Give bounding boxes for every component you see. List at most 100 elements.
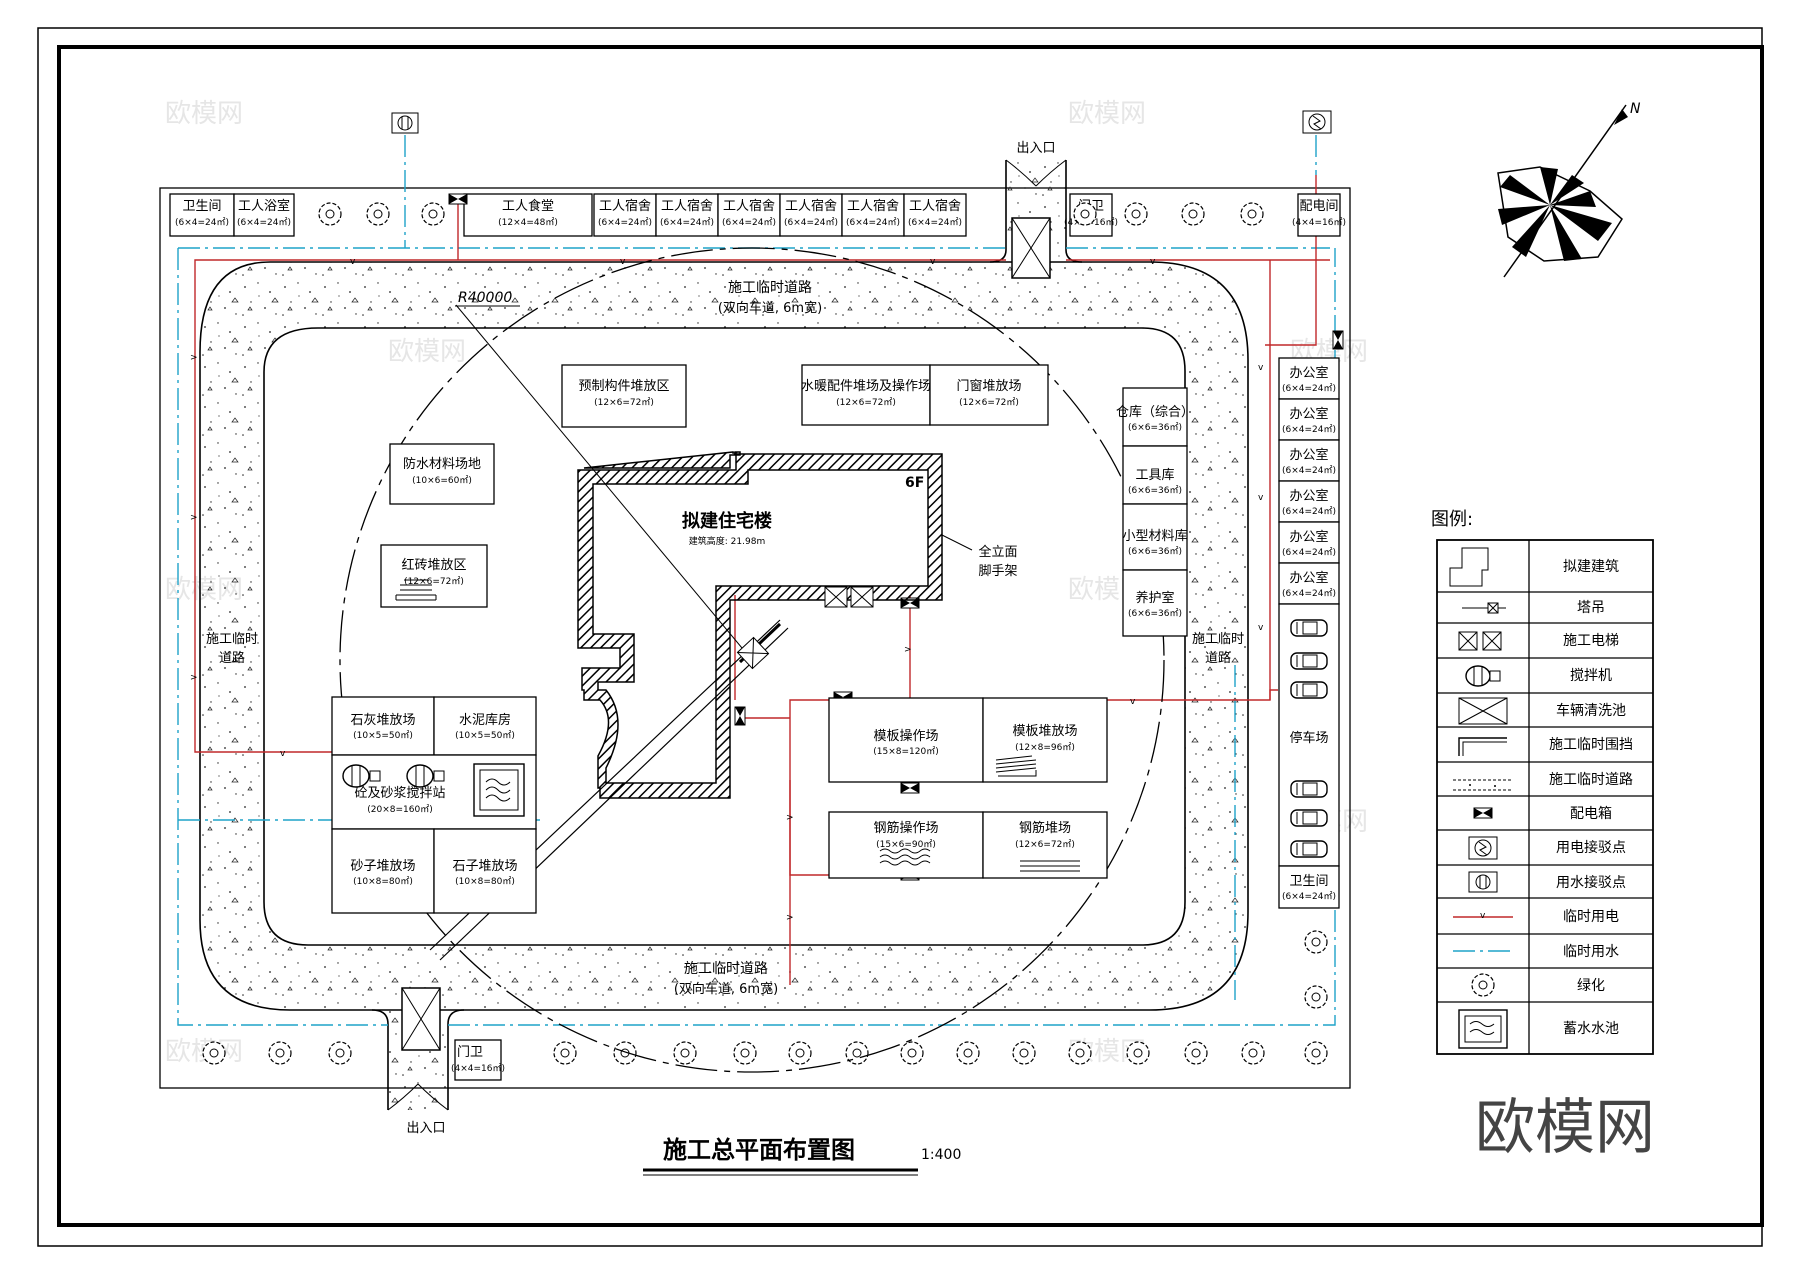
legend-title: 图例: — [1431, 509, 1473, 530]
svg-text:施工临时围挡: 施工临时围挡 — [1549, 737, 1633, 753]
temporary-water-lines — [177, 135, 1336, 1026]
svg-text:(6×4=24㎡): (6×4=24㎡) — [1282, 506, 1336, 517]
svg-text:办公室: 办公室 — [1289, 488, 1328, 504]
svg-text:钢筋堆场: 钢筋堆场 — [1019, 820, 1071, 836]
svg-text:(6×4=24㎡): (6×4=24㎡) — [1282, 465, 1336, 476]
svg-text:工人食堂: 工人食堂 — [502, 198, 554, 214]
area-glyphs — [395, 579, 1080, 872]
svg-text:施工临时道路: 施工临时道路 — [684, 961, 768, 977]
svg-text:(6×4=24㎡): (6×4=24㎡) — [1282, 383, 1336, 394]
north-arrow: N — [1497, 101, 1641, 278]
svg-text:拟建建筑: 拟建建筑 — [1563, 559, 1619, 575]
svg-text:工人宿舍: 工人宿舍 — [599, 198, 651, 214]
svg-text:道路: 道路 — [219, 650, 245, 666]
svg-text:门窗堆放场: 门窗堆放场 — [956, 378, 1021, 394]
inner-frame — [57, 45, 1764, 1227]
svg-text:(6×6=36㎡): (6×6=36㎡) — [1128, 485, 1182, 496]
svg-text:(10×8=80㎡): (10×8=80㎡) — [353, 876, 413, 887]
svg-text:(10×8=80㎡): (10×8=80㎡) — [455, 876, 515, 887]
svg-text:工人宿舍: 工人宿舍 — [847, 198, 899, 214]
svg-text:工人浴室: 工人浴室 — [238, 198, 290, 214]
svg-text:欧模网: 欧模网 — [1068, 99, 1146, 129]
svg-text:临时用水: 临时用水 — [1563, 944, 1619, 960]
legend-symbols: v — [1449, 547, 1513, 1049]
crane-radius-circle — [339, 247, 1165, 1073]
svg-text:施工电梯: 施工电梯 — [1563, 633, 1619, 649]
site-boundary — [159, 187, 1351, 1089]
svg-text:小型材料库: 小型材料库 — [1122, 528, 1187, 544]
svg-text:养护室: 养护室 — [1135, 590, 1174, 606]
svg-text:(6×4=24㎡): (6×4=24㎡) — [908, 217, 962, 228]
entrance-bottom-label: 出入口 — [406, 1121, 445, 1136]
svg-text:(10×5=50㎡): (10×5=50㎡) — [455, 730, 515, 741]
svg-text:钢筋操作场: 钢筋操作场 — [873, 820, 938, 836]
gate-bottom-size: (4×4=16㎡) — [451, 1063, 505, 1074]
right-inner-labels: 仓库（综合）(6×6=36㎡) 工具库(6×6=36㎡) 小型材料库(6×6=3… — [1116, 404, 1194, 619]
svg-text:施工临时道路: 施工临时道路 — [728, 280, 812, 296]
svg-text:>: > — [786, 813, 794, 823]
svg-text:v: v — [1150, 257, 1156, 267]
svg-text:v: v — [1258, 363, 1264, 373]
gate-bottom-name: 门卫 — [457, 1045, 483, 1060]
svg-text:(双向车道, 6m宽): (双向车道, 6m宽) — [718, 300, 822, 316]
svg-text:施工临时道路: 施工临时道路 — [1549, 772, 1633, 788]
svg-text:(6×4=24㎡): (6×4=24㎡) — [722, 217, 776, 228]
top-entrance — [989, 158, 1083, 279]
svg-text:(6×4=24㎡): (6×4=24㎡) — [175, 217, 229, 228]
parking-label: 停车场 — [1289, 730, 1328, 746]
svg-text:红砖堆放区: 红砖堆放区 — [401, 557, 466, 573]
svg-text:v: v — [1258, 623, 1264, 633]
svg-text:模板堆放场: 模板堆放场 — [1012, 724, 1077, 739]
storage-area-labels: 预制构件堆放区(12×6=72㎡) 水暖配件堆场及操作场(12×6=72㎡) 门… — [350, 378, 1077, 887]
north-label: N — [1630, 101, 1641, 117]
svg-text:办公室: 办公室 — [1289, 570, 1328, 586]
svg-text:水暖配件堆场及操作场: 水暖配件堆场及操作场 — [801, 378, 931, 394]
svg-text:工人宿舍: 工人宿舍 — [785, 198, 837, 214]
svg-text:绿化: 绿化 — [1577, 978, 1605, 994]
svg-text:v: v — [350, 257, 356, 267]
svg-text:车辆清洗池: 车辆清洗池 — [1556, 702, 1626, 719]
svg-text:(6×4=24㎡): (6×4=24㎡) — [1282, 424, 1336, 435]
svg-text:砼及砂浆搅拌站: 砼及砂浆搅拌站 — [354, 785, 445, 801]
svg-text:临时用电: 临时用电 — [1563, 909, 1619, 925]
power-connection-point — [1302, 110, 1332, 134]
scaffold-label-1: 全立面 — [978, 544, 1017, 560]
svg-text:工具库: 工具库 — [1135, 467, 1174, 483]
svg-text:道路: 道路 — [1205, 650, 1231, 666]
svg-text:(12×6=72㎡): (12×6=72㎡) — [1015, 839, 1075, 850]
svg-text:欧模网: 欧模网 — [165, 99, 243, 129]
svg-text:蓄水水池: 蓄水水池 — [1563, 1021, 1619, 1037]
svg-text:(15×6=90㎡): (15×6=90㎡) — [876, 839, 936, 850]
scaffold-label-2: 脚手架 — [978, 563, 1017, 579]
svg-text:塔吊: 塔吊 — [1577, 600, 1605, 616]
water-connection-point — [391, 112, 419, 134]
proposed-building — [577, 451, 943, 799]
svg-text:(10×5=50㎡): (10×5=50㎡) — [353, 730, 413, 741]
drawing-scale: 1:400 — [921, 1147, 961, 1163]
storage-areas — [331, 364, 1108, 914]
right-inner-rooms — [1122, 387, 1188, 637]
svg-text:(6×4=24㎡): (6×4=24㎡) — [1282, 588, 1336, 599]
svg-text:v: v — [1130, 697, 1136, 707]
svg-text:石灰堆放场: 石灰堆放场 — [350, 713, 415, 728]
svg-text:R40000: R40000 — [458, 290, 512, 306]
svg-text:>: > — [190, 513, 198, 523]
svg-text:(20×8=160㎡): (20×8=160㎡) — [367, 804, 432, 815]
svg-text:配电间: 配电间 — [1299, 199, 1338, 214]
road-labels: 施工临时道路 (双向车道, 6m宽) 施工临时道路 (双向车道, 6m宽) 施工… — [206, 280, 1244, 997]
svg-text:施工临时: 施工临时 — [206, 632, 258, 647]
svg-text:砂子堆放场: 砂子堆放场 — [350, 859, 415, 874]
gate-bottom — [454, 1039, 502, 1081]
svg-text:欧模网: 欧模网 — [388, 337, 466, 367]
svg-text:(12×6=72㎡): (12×6=72㎡) — [594, 397, 654, 408]
svg-text:>: > — [190, 673, 198, 683]
drawing-title: 施工总平面布置图 — [663, 1136, 855, 1164]
svg-text:v: v — [620, 257, 626, 267]
svg-text:(12×4=48㎡): (12×4=48㎡) — [498, 217, 558, 228]
svg-text:v: v — [280, 749, 286, 759]
svg-text:(6×6=36㎡): (6×6=36㎡) — [1128, 422, 1182, 433]
svg-text:(6×6=36㎡): (6×6=36㎡) — [1128, 608, 1182, 619]
svg-text:工人宿舍: 工人宿舍 — [909, 198, 961, 214]
svg-text:(15×8=120㎡): (15×8=120㎡) — [873, 746, 938, 757]
